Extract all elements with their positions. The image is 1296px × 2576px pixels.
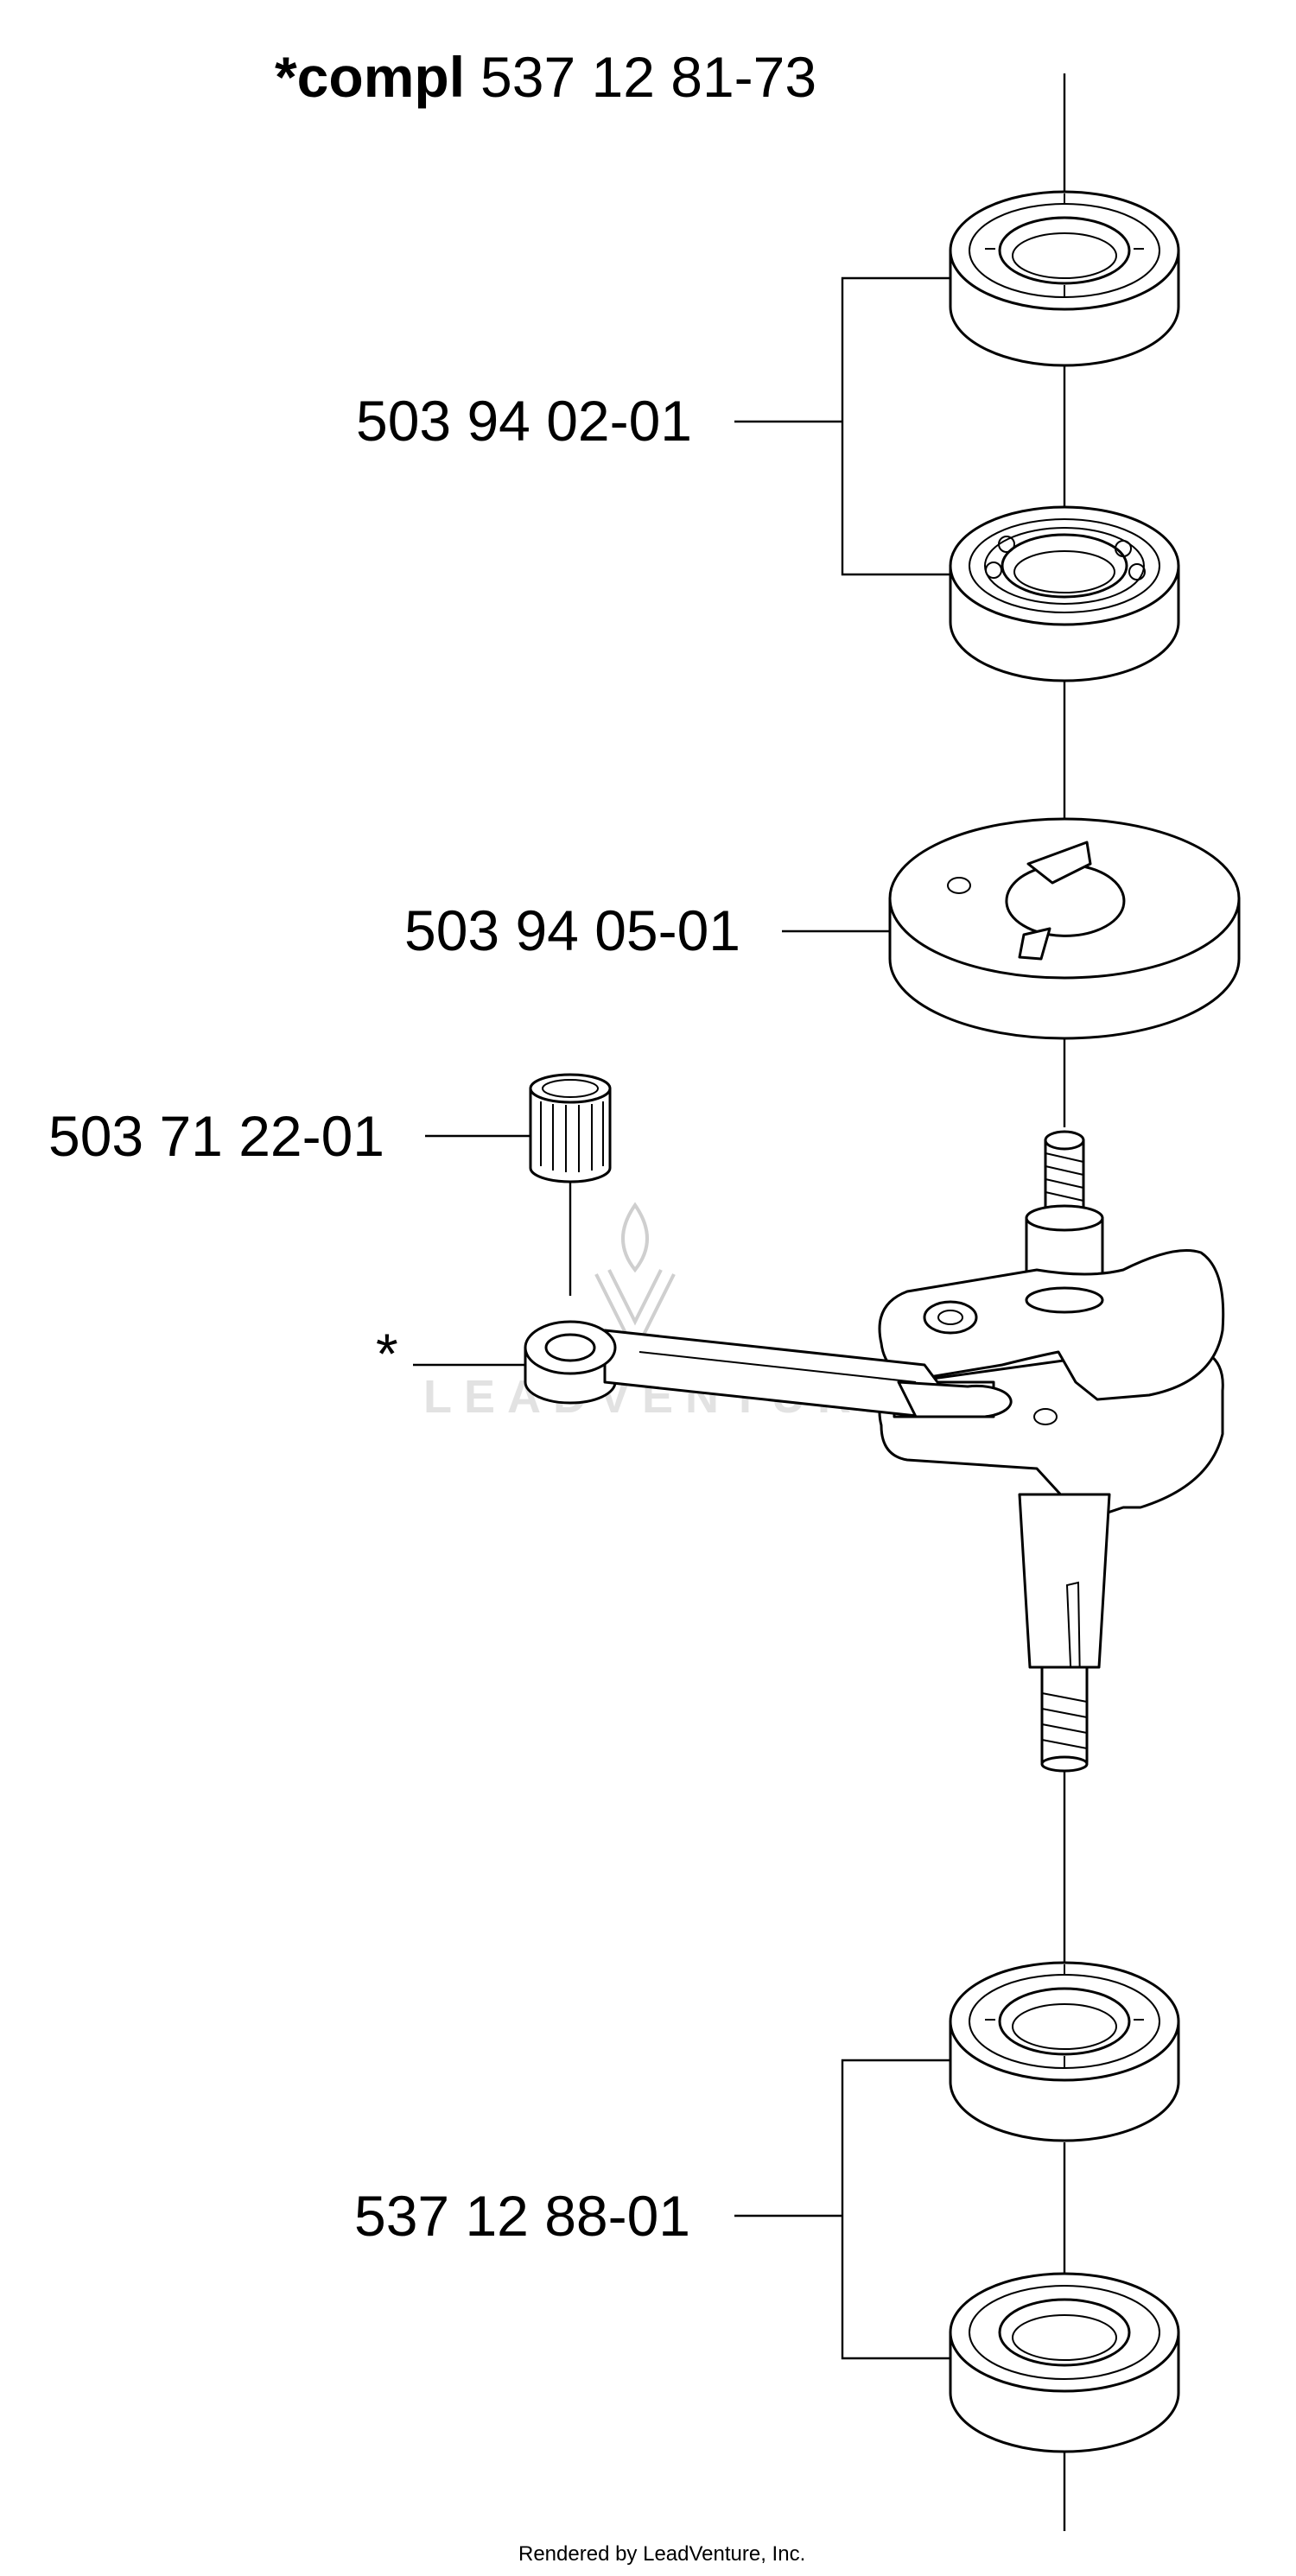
leader-lines [413, 276, 950, 2360]
callout-bearing-top: 503 94 02-01 [356, 389, 692, 453]
callout-needle-bearing: 503 71 22-01 [48, 1104, 384, 1168]
bearing-bottom-lower [949, 2272, 1180, 2453]
callout-cam-disc: 503 94 05-01 [404, 898, 740, 962]
needle-bearing [529, 1073, 612, 1183]
callout-bearing-bottom: 537 12 88-01 [354, 2184, 690, 2248]
connecting-rod [524, 1320, 1013, 1418]
crankshaft-assembly [878, 1130, 1225, 1773]
footer-credit: Rendered by LeadVenture, Inc. [518, 2542, 805, 2566]
cam-disc [888, 817, 1241, 1040]
assembly-title-prefix: *compl [275, 45, 465, 109]
callout-asterisk: * [376, 1322, 398, 1386]
bearing-top-upper [949, 190, 1180, 367]
bearing-top-lower [949, 505, 1180, 682]
assembly-title-number: 537 12 81-73 [480, 45, 816, 109]
bearing-bottom-upper [949, 1961, 1180, 2142]
